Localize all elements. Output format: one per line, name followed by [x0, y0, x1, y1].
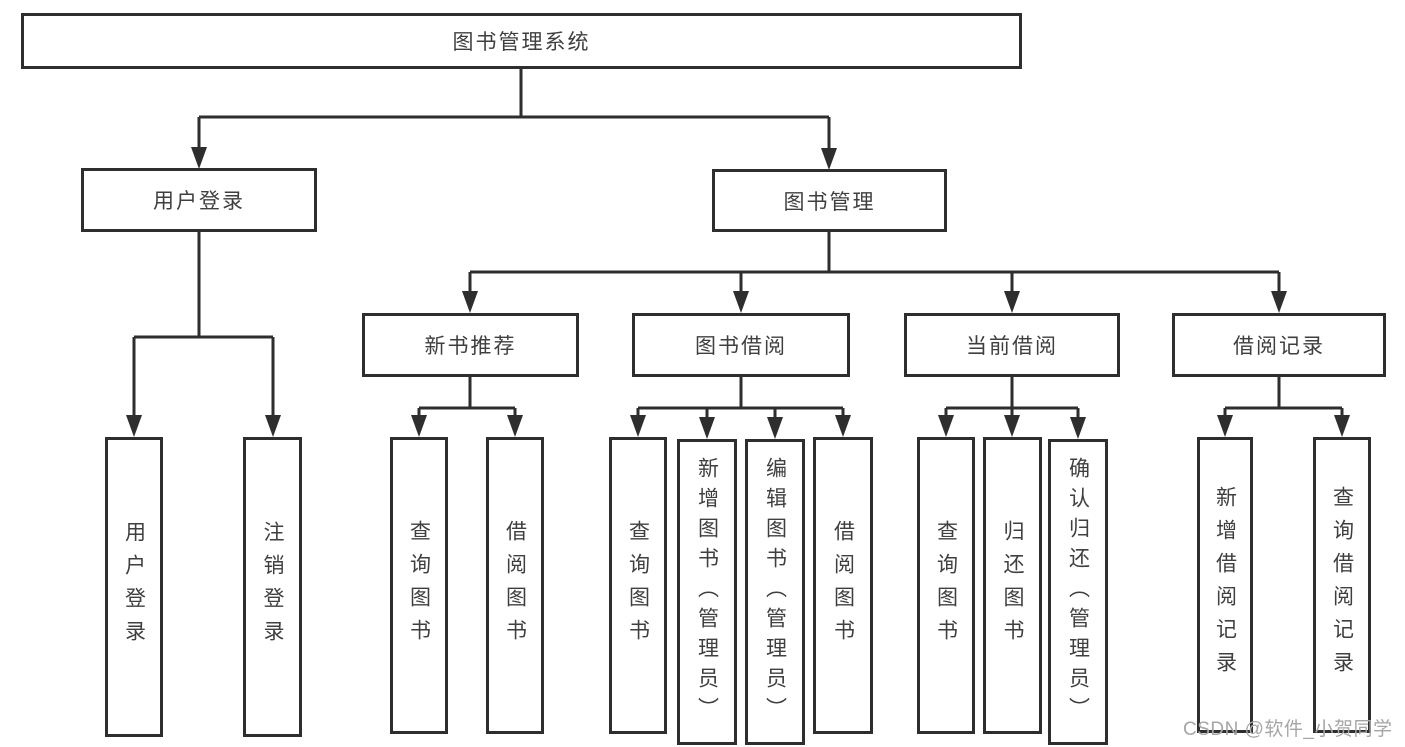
node-book-mgmt: 图书管理: [712, 169, 947, 232]
leaf-nbr-query-label: 查询图书: [407, 519, 431, 652]
node-borrow-records-label: 借阅记录: [1233, 335, 1325, 358]
node-root-label: 图书管理系统: [452, 31, 591, 54]
node-current-borrow: 当前借阅: [904, 313, 1120, 377]
arrow-current-borrow: [1004, 291, 1020, 313]
leaf-bb-borrow: 借阅图书: [813, 437, 873, 734]
node-new-book-rec-label: 新书推荐: [424, 335, 517, 358]
leaf-bb-query: 查询图书: [609, 437, 667, 734]
leaf-cb-query: 查询图书: [917, 437, 975, 734]
arrow-leaf-bb-edit: [767, 417, 783, 439]
leaf-cb-return: 归还图书: [983, 437, 1042, 734]
leaf-bb-edit-label: 编辑图书（管理员）: [763, 457, 787, 727]
node-book-borrow-label: 图书借阅: [695, 335, 787, 358]
arrow-leaf-logout: [265, 415, 281, 437]
leaf-nbr-query: 查询图书: [390, 437, 448, 734]
leaf-cb-confirm: 确认归还（管理员）: [1048, 439, 1108, 745]
leaf-bb-query-label: 查询图书: [626, 519, 650, 652]
connector-book-mgmt: [468, 232, 1281, 292]
leaf-logout-label: 注销登录: [261, 521, 284, 653]
arrow-leaf-nbr-borrow: [507, 415, 523, 437]
leaf-user-login: 用户登录: [105, 437, 163, 737]
arrow-leaf-cb-query: [938, 415, 954, 437]
leaf-bb-edit: 编辑图书（管理员）: [745, 439, 805, 745]
arrow-leaf-nbr-query: [411, 415, 427, 437]
connector-book-borrow: [636, 377, 845, 418]
leaf-nbr-borrow: 借阅图书: [486, 437, 544, 734]
arrow-leaf-bb-query: [630, 415, 646, 437]
connector-borrow-records: [1223, 377, 1344, 416]
arrow-leaf-cb-confirm: [1070, 417, 1086, 439]
leaf-user-login-label: 用户登录: [122, 521, 146, 653]
node-book-mgmt-label: 图书管理: [783, 190, 876, 214]
arrow-leaf-cb-return: [1004, 415, 1020, 437]
leaf-bb-add-label: 新增图书（管理员）: [695, 457, 719, 727]
leaf-cb-query-label: 查询图书: [934, 519, 958, 652]
node-current-borrow-label: 当前借阅: [966, 335, 1058, 358]
arrow-leaf-br-query: [1334, 415, 1350, 437]
connector-root: [197, 69, 831, 149]
arrow-leaf-bb-borrow: [835, 415, 851, 437]
leaf-br-add: 新增借阅记录: [1197, 437, 1253, 733]
arrow-leaf-br-add: [1217, 415, 1233, 437]
node-borrow-records: 借阅记录: [1172, 313, 1386, 377]
arrow-leaf-bb-add: [699, 417, 715, 439]
leaf-logout: 注销登录: [243, 437, 302, 737]
arrow-book-mgmt: [821, 148, 837, 170]
leaf-bb-add: 新增图书（管理员）: [677, 439, 737, 745]
arrow-new-book-rec: [462, 291, 478, 313]
leaf-br-query: 查询借阅记录: [1313, 437, 1371, 733]
connector-new-book-rec: [417, 377, 517, 416]
node-user-login-label: 用户登录: [153, 190, 245, 213]
leaf-br-query-label: 查询借阅记录: [1330, 486, 1354, 684]
node-new-book-rec: 新书推荐: [362, 313, 579, 377]
node-book-borrow: 图书借阅: [632, 313, 850, 377]
watermark: CSDN @软件_小贺同学: [1183, 719, 1393, 740]
arrow-book-borrow: [733, 291, 749, 313]
node-root: 图书管理系统: [21, 13, 1022, 69]
connector-current-borrow: [944, 377, 1080, 418]
arrow-borrow-records: [1271, 291, 1287, 313]
node-user-login: 用户登录: [81, 168, 317, 232]
leaf-bb-borrow-label: 借阅图书: [831, 519, 855, 652]
leaf-cb-return-label: 归还图书: [1001, 519, 1024, 652]
arrow-leaf-user-login: [126, 415, 142, 437]
arrow-user-login: [191, 147, 207, 169]
leaf-br-add-label: 新增借阅记录: [1213, 486, 1237, 684]
leaf-nbr-borrow-label: 借阅图书: [503, 519, 527, 652]
connector-user-login: [132, 232, 275, 416]
leaf-cb-confirm-label: 确认归还（管理员）: [1066, 457, 1090, 727]
